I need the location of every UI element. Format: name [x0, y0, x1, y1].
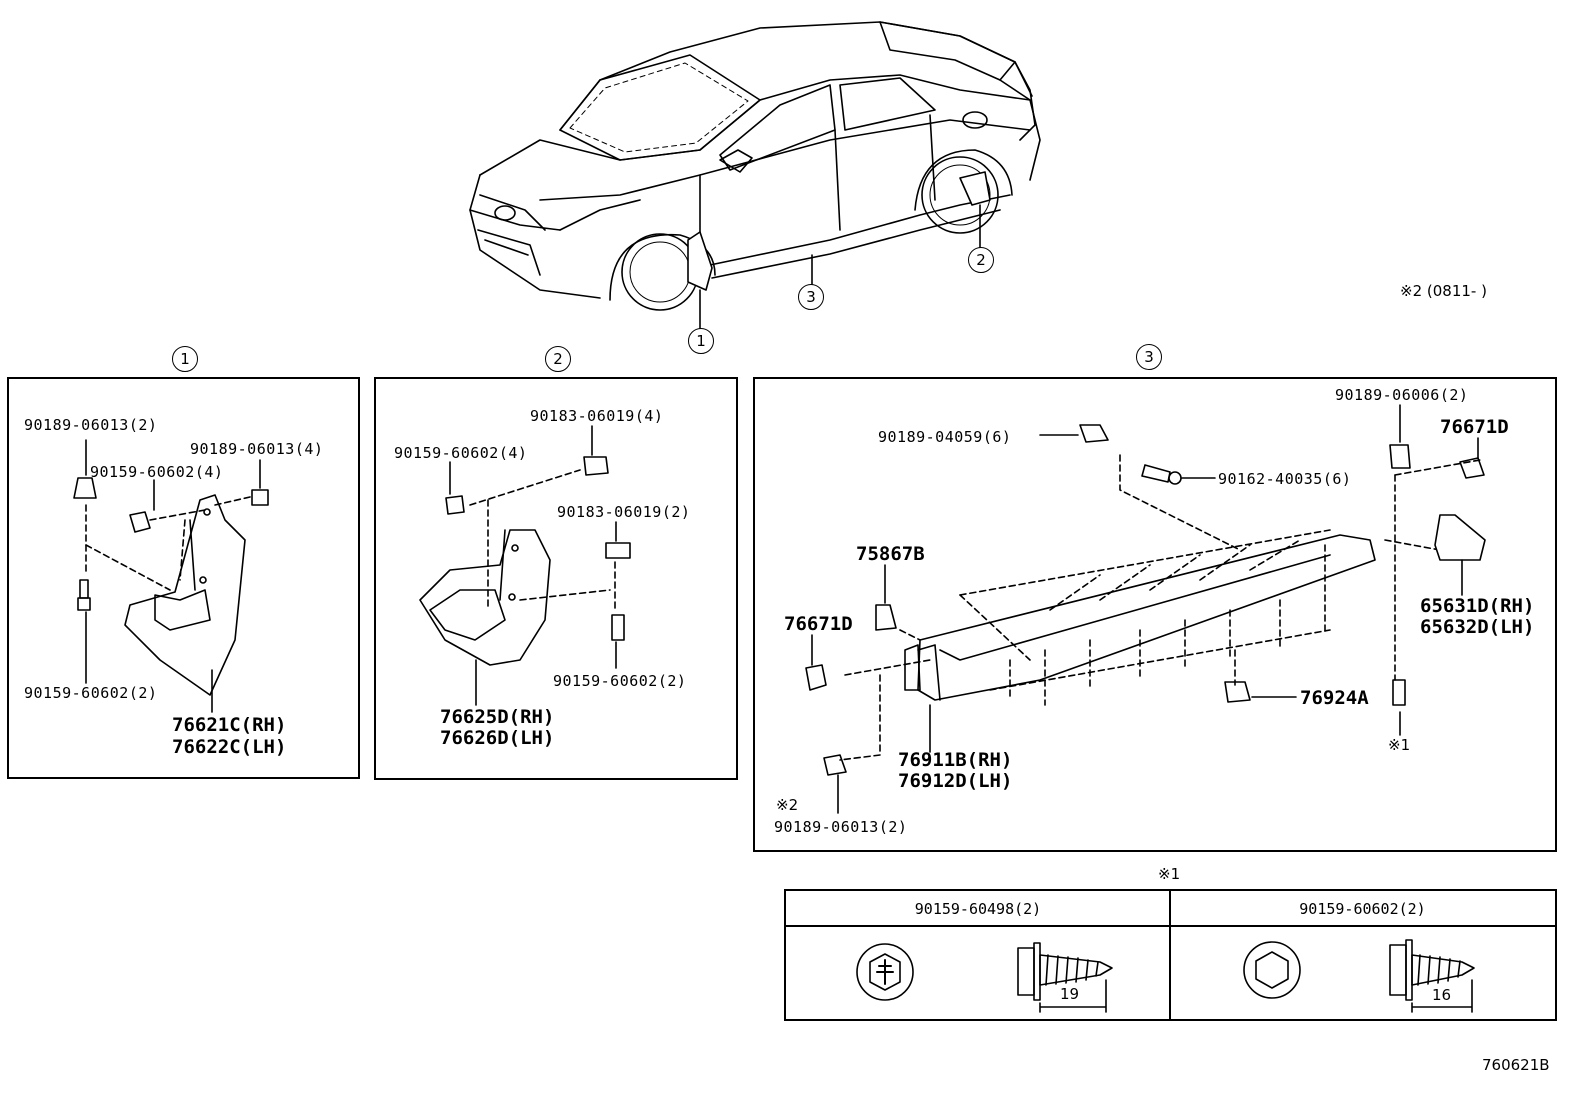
panel1-label-1: 90189-06013(4) — [190, 440, 324, 458]
car-callout-2: 2 — [968, 247, 994, 273]
section-header-1: 1 — [172, 346, 198, 372]
table-header-1: 90159-60602(2) — [1170, 891, 1555, 927]
table-dim-0: 19 — [1060, 985, 1080, 1003]
car-illustration — [469, 21, 1041, 329]
panel3-part-76912d-lh: 76912D(LH) — [898, 770, 1013, 792]
variant-note: ※2 (0811- ) — [1400, 282, 1487, 300]
panel1-label-2: 90159-60602(4) — [90, 463, 224, 481]
panel3-label-3: 90189-06013(2) — [774, 818, 908, 836]
panel-3 — [753, 377, 1557, 852]
panel2-label-3: 90159-60602(2) — [553, 672, 687, 690]
panel1-part-rh: 76621C(RH) — [172, 714, 287, 736]
panel1-label-3: 90159-60602(2) — [24, 684, 158, 702]
table-drawings — [856, 939, 1475, 1013]
car-callout-1: 1 — [688, 328, 714, 354]
car-callout-3: 3 — [798, 284, 824, 310]
bolt-table: 90159-60498(2) 90159-60602(2) — [784, 889, 1557, 1021]
section-header-3: 3 — [1136, 344, 1162, 370]
panel2-label-1: 90159-60602(4) — [394, 444, 528, 462]
table-dim-1: 16 — [1432, 986, 1452, 1004]
panel2-label-0: 90183-06019(4) — [530, 407, 664, 425]
panel3-drawing — [805, 404, 1486, 814]
table-divider — [1169, 891, 1171, 1019]
panel1-drawing — [73, 439, 269, 713]
panel3-label-2: 90162-40035(6) — [1218, 470, 1352, 488]
panel3-part-65631d-rh: 65631D(RH) — [1420, 595, 1535, 617]
panel2-drawing — [419, 425, 631, 706]
panel3-note-2: ※2 — [776, 796, 799, 814]
panel3-part-76671d-left: 76671D — [784, 613, 853, 635]
table-header-0: 90159-60498(2) — [786, 891, 1170, 927]
table-note: ※1 — [1158, 865, 1181, 883]
panel3-part-76924a: 76924A — [1300, 687, 1369, 709]
panel3-label-1: 90189-04059(6) — [878, 428, 1012, 446]
panel3-part-76911b-rh: 76911B(RH) — [898, 749, 1013, 771]
panel2-label-2: 90183-06019(2) — [557, 503, 691, 521]
panel3-note-1: ※1 — [1388, 736, 1411, 754]
panel3-part-65632d-lh: 65632D(LH) — [1420, 616, 1535, 638]
panel3-part-75867b: 75867B — [856, 543, 925, 565]
section-header-2: 2 — [545, 346, 571, 372]
panel1-part-lh: 76622C(LH) — [172, 736, 287, 758]
panel2-part-lh: 76626D(LH) — [440, 727, 555, 749]
panel3-label-0: 90189-06006(2) — [1335, 386, 1469, 404]
panel-1 — [7, 377, 360, 779]
panel-2 — [374, 377, 738, 780]
panel1-label-0: 90189-06013(2) — [24, 416, 158, 434]
drawing-code: 760621B — [1482, 1056, 1550, 1074]
panel3-part-76671d-right: 76671D — [1440, 416, 1509, 438]
panel2-part-rh: 76625D(RH) — [440, 706, 555, 728]
